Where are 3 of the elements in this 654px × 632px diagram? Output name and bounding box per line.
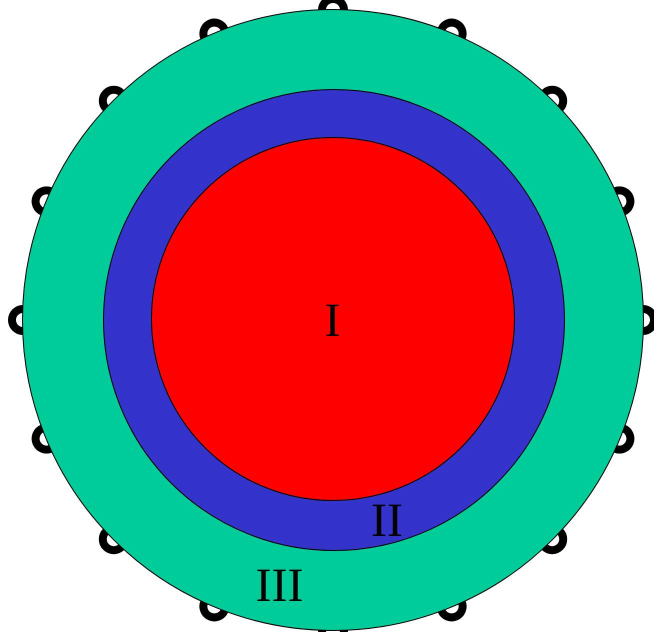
region-label: II <box>371 497 403 545</box>
region-label: I <box>324 296 340 344</box>
region-label: III <box>256 562 304 610</box>
